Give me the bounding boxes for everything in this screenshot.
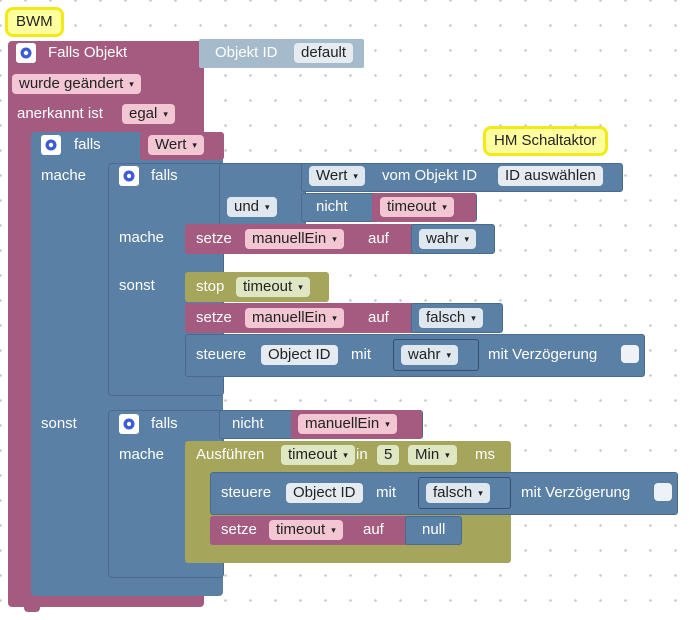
control-label-1: steuere [196, 346, 247, 363]
acknowledged-label: anerkannt ist [17, 105, 103, 122]
set-timeout-var[interactable]: timeout▾ [269, 520, 343, 540]
delay-checkbox-icon[interactable] [621, 345, 639, 363]
else-if-label: falls [151, 415, 178, 432]
control-label-2: steuere [221, 484, 272, 501]
null-label: null [422, 521, 446, 538]
control-delay-label-1: mit Verzögerung [488, 346, 598, 363]
control-with-label-2: mit [376, 484, 396, 501]
set-timeout-label: setze [221, 521, 257, 538]
else-set-label: setze [196, 309, 232, 326]
outer-if-gear-icon[interactable] [41, 135, 61, 155]
control-with-label-1: mit [351, 346, 371, 363]
trigger-bottom-tab [24, 604, 40, 612]
hm-actor-comment[interactable]: HM Schaltaktor [483, 126, 608, 156]
stop-var-dropdown[interactable]: timeout▾ [236, 277, 310, 297]
and-dropdown[interactable]: und▾ [227, 197, 277, 217]
control-object-2[interactable]: Object ID [286, 483, 363, 503]
unit-dropdown[interactable]: Min▾ [408, 445, 457, 465]
ms-label: ms [475, 446, 495, 463]
control-bool-dropdown-1[interactable]: wahr▾ [401, 345, 459, 365]
outer-if-label: falls [74, 136, 101, 153]
wert-dropdown[interactable]: Wert▾ [148, 135, 204, 155]
else-var-dropdown[interactable]: manuellEin▾ [245, 308, 344, 328]
then-bool-dropdown[interactable]: wahr▾ [419, 229, 477, 249]
control-object-1[interactable]: Object ID [261, 345, 338, 365]
in-label: in [356, 446, 368, 463]
then-set-label: setze [196, 230, 232, 247]
else-if-var-dropdown[interactable]: manuellEin▾ [298, 414, 397, 434]
outer-do-label: mache [41, 167, 87, 184]
acknowledged-dropdown[interactable]: egal▾ [122, 104, 175, 124]
else-if-gear-icon[interactable] [119, 414, 139, 434]
trigger-label: Falls Objekt [48, 44, 128, 61]
then-to-label: auf [368, 230, 389, 247]
timeout-block-var[interactable]: timeout▾ [281, 445, 355, 465]
value-dropdown[interactable]: Wert▾ [309, 166, 365, 186]
object-id-label: Objekt ID [215, 44, 278, 61]
null-block[interactable] [405, 516, 462, 545]
from-object-label: vom Objekt ID [382, 167, 478, 184]
bwm-comment[interactable]: BWM [5, 7, 64, 37]
control-delay-label-2: mit Verzögerung [521, 484, 631, 501]
trigger-gear-icon[interactable] [16, 43, 36, 63]
delay-checkbox-icon-2[interactable] [654, 483, 672, 501]
set-timeout-to-label: auf [363, 521, 384, 538]
else-bool-dropdown[interactable]: falsch▾ [419, 308, 483, 328]
inner-if-gear-icon[interactable] [119, 166, 139, 186]
control-bool-dropdown-2[interactable]: falsch▾ [426, 483, 490, 503]
else-if-do-label: mache [119, 446, 165, 463]
else-if-not-label: nicht [232, 415, 264, 432]
execute-label: Ausführen [196, 446, 265, 463]
stop-label: stop [196, 278, 225, 295]
changed-dropdown[interactable]: wurde geändert▾ [12, 74, 141, 94]
inner-else-label: sonst [119, 277, 155, 294]
amount-field[interactable]: 5 [377, 445, 400, 465]
inner-if-label: falls [151, 167, 178, 184]
else-to-label: auf [368, 309, 389, 326]
object-select[interactable]: ID auswählen [498, 166, 603, 186]
inner-do-label: mache [119, 229, 165, 246]
then-var-dropdown[interactable]: manuellEin▾ [245, 229, 344, 249]
outer-else-label: sonst [41, 415, 77, 432]
not-label: nicht [316, 198, 348, 215]
object-id-value[interactable]: default [294, 43, 354, 63]
timeout-dropdown[interactable]: timeout▾ [380, 197, 454, 217]
